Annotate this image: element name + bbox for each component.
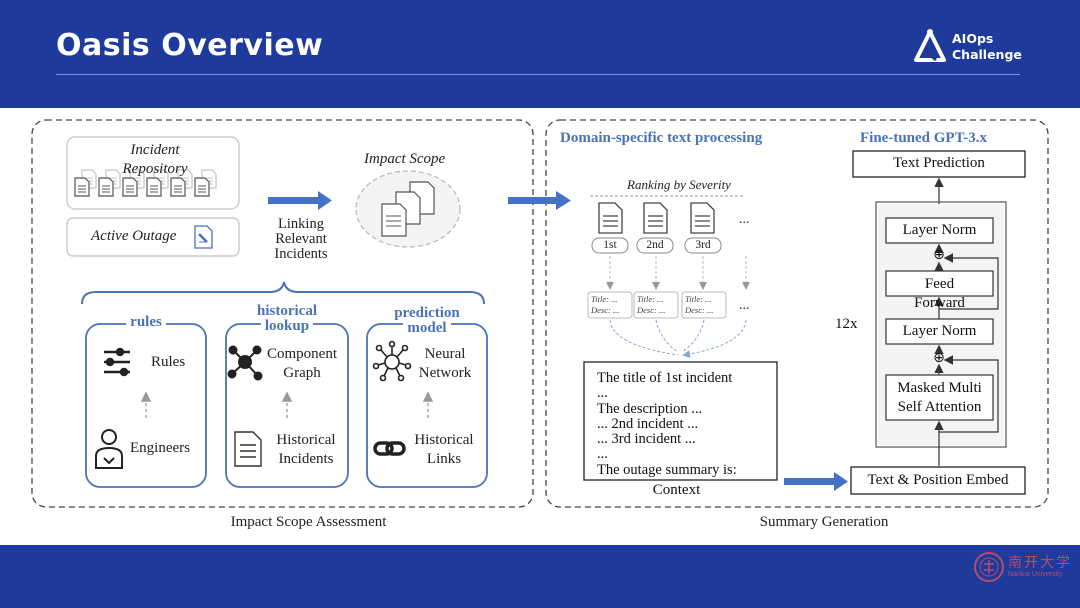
rank-pills	[591, 237, 722, 254]
feed-forward-label: Feed Forward	[914, 276, 965, 311]
summary-generation-panel	[545, 119, 1049, 508]
snippet-2: Title: ...Desc: ...	[637, 294, 666, 315]
engineer-icon	[95, 429, 123, 469]
historical-incidents-icon	[234, 431, 262, 467]
text-prediction-box	[852, 150, 1026, 178]
neural-network-label: Neural Network	[418, 346, 472, 381]
aiops-logo-text: AIOps Challenge	[952, 31, 1022, 62]
historical-lookup-title: historical lookup	[257, 303, 317, 334]
header-bar: Oasis Overview AIOps Challenge	[0, 0, 1080, 108]
plus-top: ⊕	[933, 247, 945, 263]
historical-links-label: Historical Links	[414, 432, 474, 467]
gpt-title: Fine-tuned GPT-3.x	[860, 130, 987, 146]
nankai-seal-icon	[974, 552, 1004, 582]
impact-scope-panel	[31, 119, 534, 508]
aiops-logo-icon	[914, 29, 946, 62]
layer-norm-bottom-label: Layer Norm	[902, 323, 977, 339]
footer-bar	[0, 545, 1080, 608]
links-icon	[373, 441, 406, 456]
layer-norm-top-label: Layer Norm	[902, 222, 977, 238]
context-label: Context	[652, 482, 701, 498]
neural-network-icon	[372, 340, 412, 382]
layer-norm-bottom	[885, 318, 994, 345]
impact-scope-docs	[381, 181, 435, 237]
impact-scope-label: Impact Scope	[364, 151, 446, 167]
context-arrow	[784, 472, 848, 491]
attention-label: Masked Multi Self Attention	[897, 380, 982, 415]
prompt-box	[583, 361, 778, 481]
snippet-ellipsis: ...	[739, 298, 750, 313]
transformer-block-outer	[875, 201, 1007, 448]
incident-repository-label: Incident Repository	[122, 142, 188, 177]
domain-processing-title: Domain-specific text processing	[560, 130, 763, 146]
summary-generation-caption: Summary Generation	[759, 514, 889, 530]
snippet-1: Title: ...Desc: ...	[591, 294, 620, 315]
embed-box	[850, 466, 1026, 495]
prediction-model-title: prediction model	[394, 305, 460, 336]
snippet-3: Title: ...Desc: ...	[685, 294, 714, 315]
rank-1st: 1st	[603, 239, 617, 251]
ranked-docs	[598, 202, 715, 234]
layer-norm-top	[885, 217, 994, 244]
plus-bottom: ⊕	[933, 350, 945, 366]
rank-3rd: 3rd	[695, 239, 711, 251]
nankai-logo: 南开大学 Nankai University	[972, 550, 1072, 584]
outage-doc-icon	[194, 225, 213, 249]
panel-arrow	[508, 191, 571, 210]
embed-label: Text & Position Embed	[867, 472, 1009, 488]
attention-box	[885, 374, 994, 421]
repeat-label: 12x	[835, 316, 858, 332]
active-outage-label: Active Outage	[91, 228, 177, 244]
nankai-english-name: Nankai University	[1008, 571, 1063, 578]
snippet-boxes	[587, 291, 727, 319]
prompt-text: The title of 1st incident ... The descri…	[597, 370, 737, 478]
ranking-label: Ranking by Severity	[627, 177, 731, 192]
engineers-label: Engineers	[130, 440, 190, 456]
feed-forward-box	[885, 270, 994, 297]
rules-label: Rules	[151, 354, 186, 370]
rules-icon	[104, 347, 130, 377]
aiops-logo: AIOps Challenge	[910, 28, 1040, 68]
linking-label: Linking Relevant Incidents	[274, 216, 328, 262]
impact-scope-caption: Impact Scope Assessment	[230, 514, 387, 530]
component-graph-icon	[227, 345, 263, 381]
rank-2nd: 2nd	[646, 239, 664, 251]
nankai-name: 南开大学	[1008, 555, 1072, 571]
rank-ellipsis: ...	[739, 212, 750, 227]
component-graph-label: Component Graph	[267, 346, 337, 381]
historical-incidents-label: Historical Incidents	[276, 432, 336, 467]
page-title: Oasis Overview	[56, 28, 324, 63]
rules-title: rules	[86, 314, 206, 330]
header-divider	[56, 74, 1020, 75]
text-prediction-label: Text Prediction	[893, 155, 985, 171]
link-arrow	[268, 191, 332, 210]
methods-brace	[81, 281, 485, 305]
